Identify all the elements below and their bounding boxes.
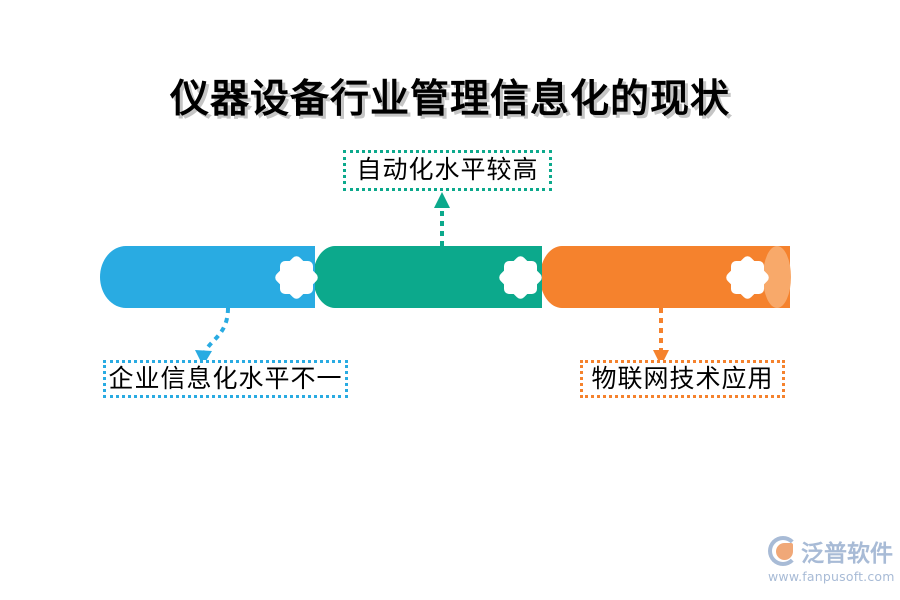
arrow-up-teal (434, 192, 450, 208)
callout-left-label: 企业信息化水平不一 (108, 363, 343, 393)
burst-star-icon (273, 254, 320, 301)
burst-star-icon (724, 254, 771, 301)
callout-top-label: 自动化水平较高 (356, 155, 539, 184)
burst-star-icon (497, 254, 544, 301)
callout-left[interactable]: 企业信息化水平不一 (103, 360, 348, 398)
callout-right[interactable]: 物联网技术应用 (580, 360, 785, 398)
process-cylinder (100, 246, 791, 308)
watermark-url: www.fanpusoft.com (768, 569, 895, 584)
callout-top[interactable]: 自动化水平较高 (343, 150, 552, 191)
fanpu-logo-icon (768, 536, 798, 566)
watermark: 泛普软件 www.fanpusoft.com (768, 534, 895, 586)
watermark-brand-row: 泛普软件 (768, 534, 893, 568)
callout-right-label: 物联网技术应用 (591, 363, 774, 393)
page-title: 仪器设备行业管理信息化的现状 (169, 77, 730, 122)
watermark-brand: 泛普软件 (801, 541, 893, 567)
connector-left-blue (203, 307, 230, 353)
